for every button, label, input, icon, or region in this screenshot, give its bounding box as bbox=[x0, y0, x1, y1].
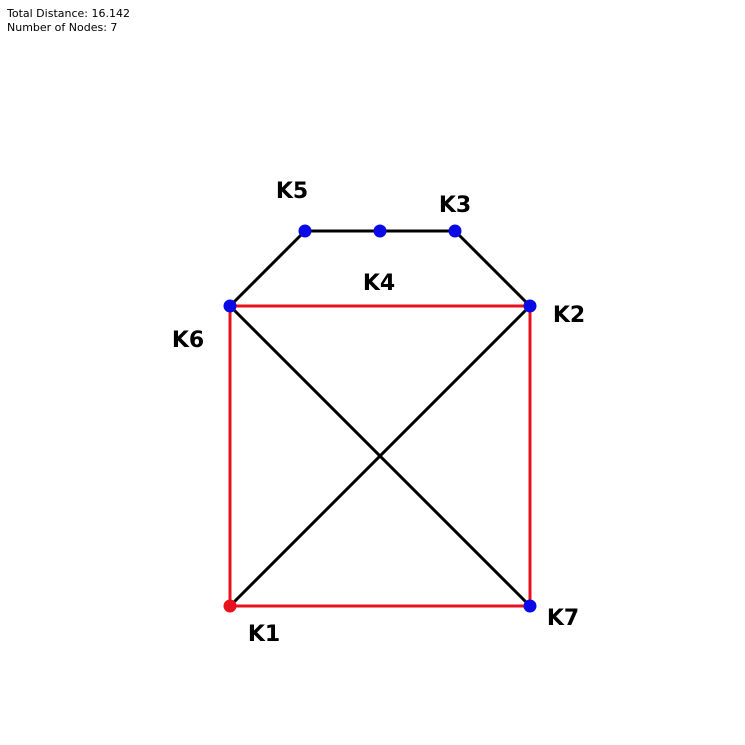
node-k7 bbox=[523, 599, 537, 613]
node-k6 bbox=[223, 299, 237, 313]
edges-layer bbox=[228, 229, 532, 608]
node-k2 bbox=[523, 299, 537, 313]
node-label-k1: K1 bbox=[248, 622, 280, 647]
node-label-k4: K4 bbox=[363, 271, 395, 296]
node-k3 bbox=[448, 224, 462, 238]
node-k5 bbox=[298, 224, 312, 238]
stats-panel: Total Distance: 16.142 Number of Nodes: … bbox=[7, 7, 130, 35]
node-k1 bbox=[223, 599, 237, 613]
node-label-k3: K3 bbox=[439, 193, 471, 218]
node-label-k7: K7 bbox=[547, 606, 579, 631]
node-label-k2: K2 bbox=[553, 303, 585, 328]
edge-k1-k2 bbox=[228, 304, 532, 608]
node-label-k5: K5 bbox=[276, 179, 308, 204]
node-k4 bbox=[373, 224, 387, 238]
total-distance-text: Total Distance: 16.142 bbox=[7, 7, 130, 20]
edge-k6-k5 bbox=[228, 229, 307, 308]
node-label-k6: K6 bbox=[172, 328, 204, 353]
edge-k3-k2 bbox=[453, 229, 532, 308]
nodes-layer bbox=[223, 224, 537, 613]
node-count-text: Number of Nodes: 7 bbox=[7, 21, 118, 34]
